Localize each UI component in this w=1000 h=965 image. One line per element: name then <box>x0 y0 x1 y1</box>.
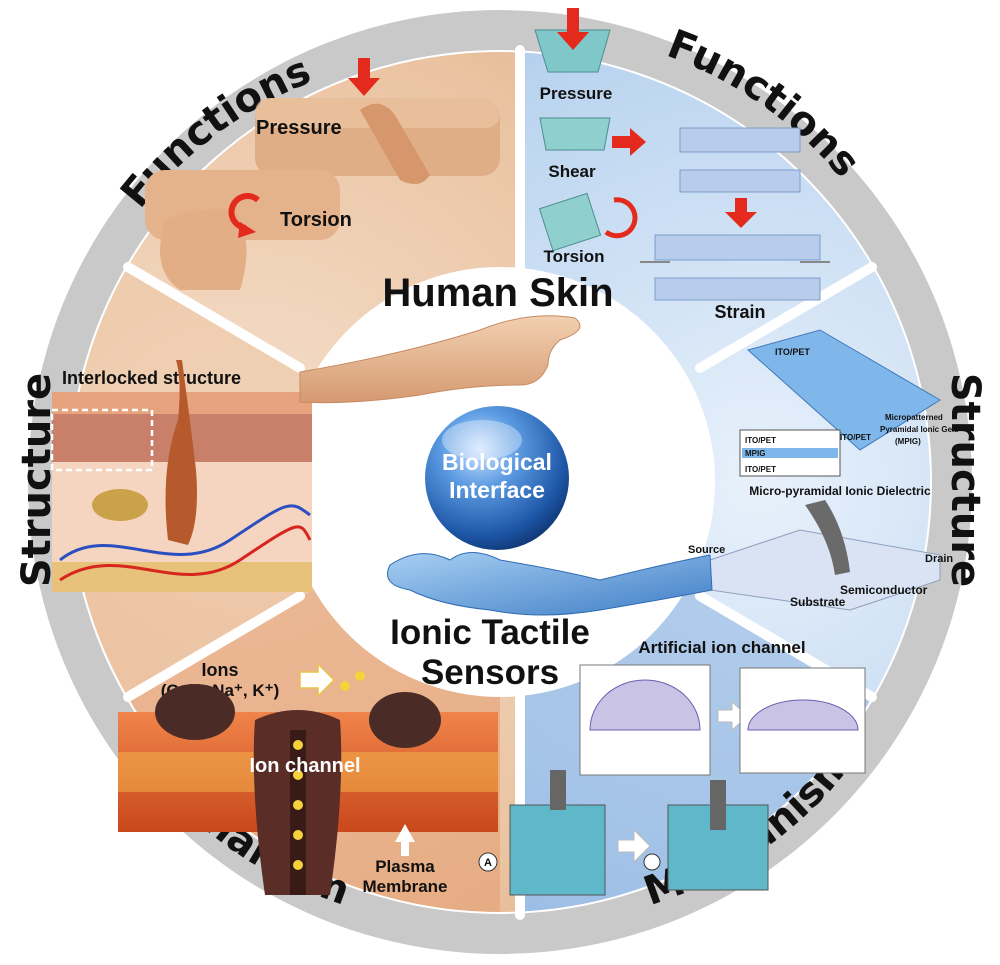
sensor-mechanism-panel: Artificial ion channel A <box>478 638 866 896</box>
blood-vessel-blue <box>59 504 311 562</box>
mpig-film <box>746 329 941 451</box>
sensor-strain-label: Strain <box>714 302 765 322</box>
human-structure-panel: Interlocked structure <box>50 360 312 592</box>
human-torsion-label: Torsion <box>280 209 352 231</box>
biological-label: Biological <box>442 449 552 475</box>
source-label: Source <box>688 544 725 556</box>
strain-arrow-icon <box>725 198 757 228</box>
human-pressure-label: Pressure <box>256 117 342 139</box>
sensor-functions-panel: Pressure Shear Torsion Strain <box>534 8 830 322</box>
sensor-structure-panel: ITO/PET ITO/PET Micropatterned Pyramidal… <box>688 329 959 611</box>
hair-follicle <box>165 360 197 545</box>
ions-arrow-icon <box>299 662 336 698</box>
sensor-shear-label: Shear <box>548 162 596 181</box>
human-arm <box>299 315 581 404</box>
human-functions-panel: Pressure Torsion <box>145 58 500 290</box>
artificial-channel-label: Artificial ion channel <box>638 638 805 657</box>
mpig-line2: Pyramidal Ionic Gels <box>880 425 959 434</box>
twisting-hand <box>160 208 247 290</box>
torsion-pad-icon <box>538 192 602 252</box>
shear-pad-icon <box>539 117 611 151</box>
sensor-pressure-label: Pressure <box>540 84 613 103</box>
transistor-gate <box>805 500 850 575</box>
micro-pyramidal-label: Micro-pyramidal Ionic Dielectric <box>749 484 931 498</box>
drain-label: Drain <box>925 553 953 565</box>
robot-hand <box>387 552 713 616</box>
plasma-arrow-icon <box>395 824 415 856</box>
membrane-protein-left <box>155 684 235 740</box>
semiconductor-label: Semiconductor <box>840 583 928 597</box>
ions-in-channel <box>293 740 303 870</box>
device-arrow-icon <box>617 828 651 864</box>
ammeter-label: A <box>484 857 492 869</box>
channel-device-1 <box>509 804 606 896</box>
blood-vessel-red <box>59 525 312 582</box>
interface-label: Interface <box>449 477 545 503</box>
interlocked-structure-label: Interlocked structure <box>62 368 241 388</box>
stack-ito-top: ITO/PET <box>745 436 776 445</box>
mpig-line3: (MPIG) <box>895 437 921 446</box>
mpig-line1: Micropatterned <box>885 413 943 422</box>
pressing-finger <box>360 103 430 184</box>
ionic-tactile-title: Ionic Tactile <box>390 613 590 652</box>
ito-pet-top-label: ITO/PET <box>775 347 810 357</box>
ions-label: Ions <box>201 660 238 680</box>
pressure-arrow-icon <box>348 58 380 96</box>
sensor-torsion-label: Torsion <box>543 247 604 266</box>
human-mechanism-panel: Ions (Ca²⁺, Na⁺, K⁺) Ion channel Plasma … <box>118 660 498 896</box>
gland <box>92 489 148 521</box>
strain-device <box>640 127 830 301</box>
ito-pet-side-label: ITO/PET <box>840 433 871 442</box>
membrane-protein-right <box>369 692 441 748</box>
interlocked-highlight <box>50 408 154 472</box>
human-skin-title: Human Skin <box>382 271 613 315</box>
stack-mpig: MPIG <box>745 449 765 458</box>
sensors-title: Sensors <box>421 653 559 692</box>
plasma-label: Plasma <box>375 857 435 876</box>
ammeter-icon <box>478 852 498 872</box>
torsion-arrow-icon <box>228 193 260 231</box>
biological-interface-globe <box>425 406 569 550</box>
ion-channel-label: Ion channel <box>249 755 360 777</box>
stack-ito-bottom: ITO/PET <box>745 465 776 474</box>
pressure-pad-icon <box>534 29 611 73</box>
substrate-label: Substrate <box>790 595 846 609</box>
membrane-label: Membrane <box>362 877 447 896</box>
structure-right-label: Structure <box>942 373 988 587</box>
